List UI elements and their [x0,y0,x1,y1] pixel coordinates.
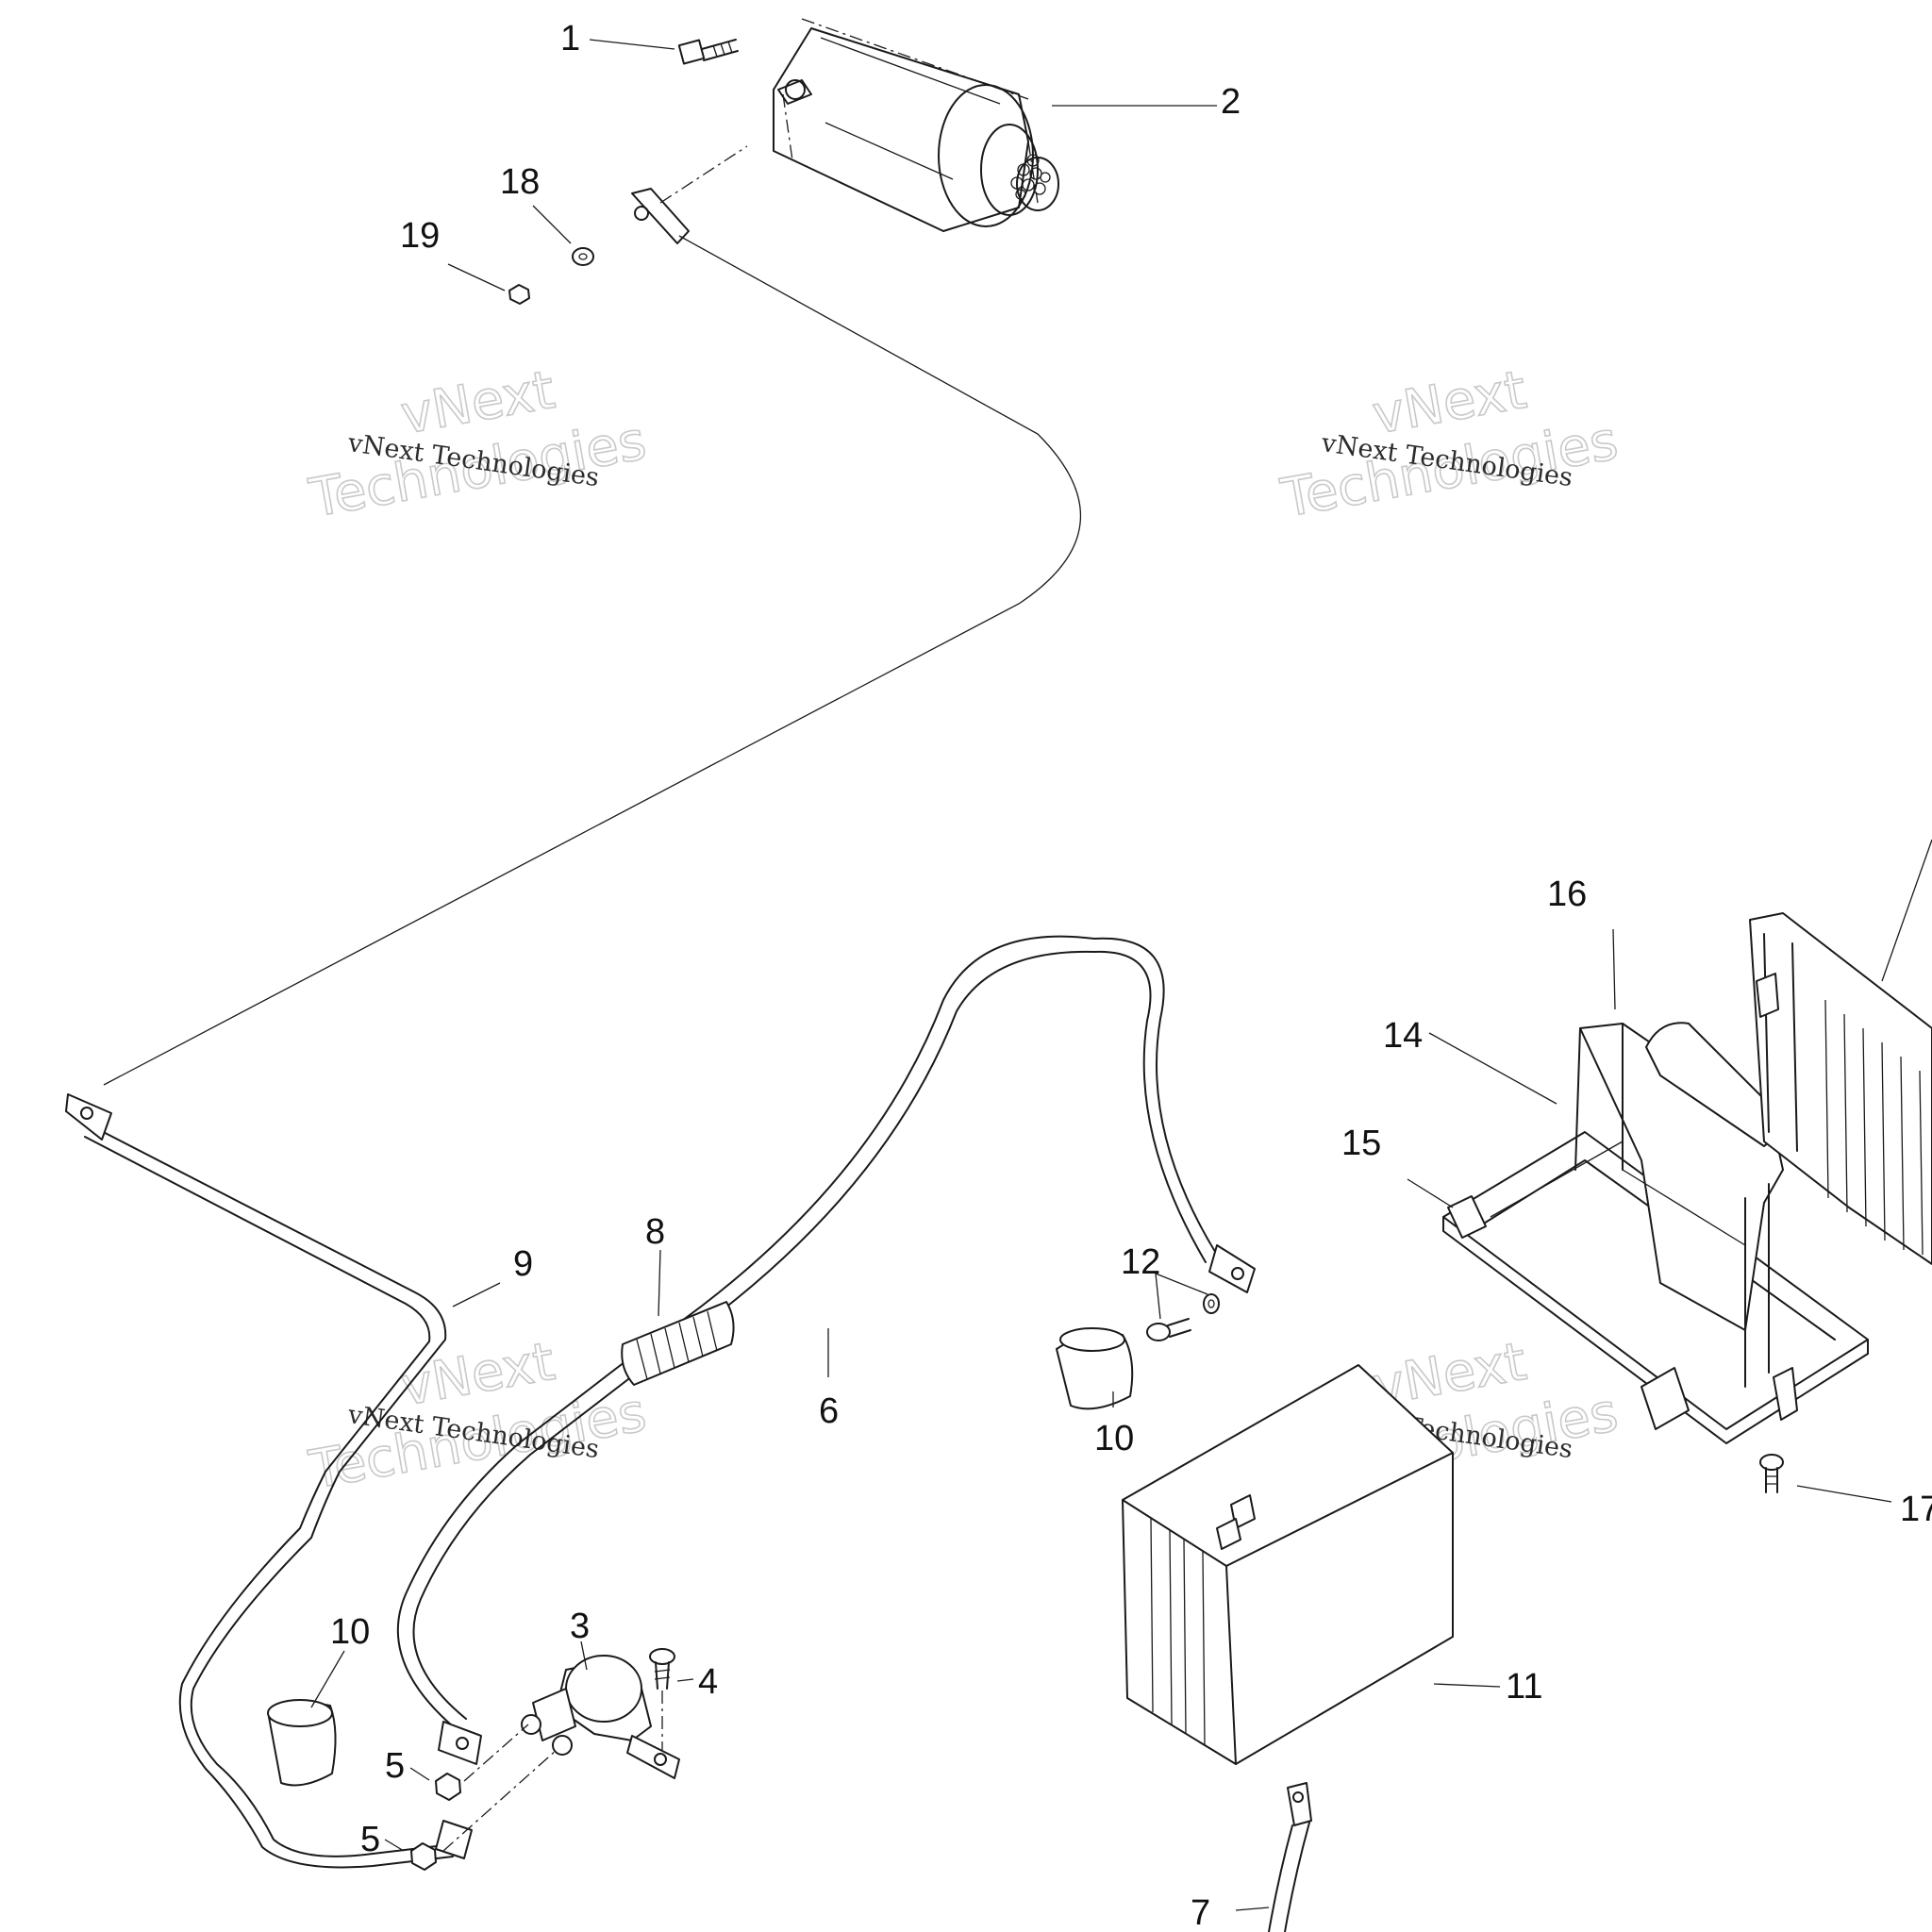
callout-6: 6 [819,1391,839,1431]
battery-11 [1122,1364,1454,1765]
cable-lug-top [631,188,690,244]
callout-4: 4 [698,1662,718,1702]
nut-19 [508,284,530,305]
boot-10-left [267,1699,337,1787]
callout-3: 3 [570,1607,590,1646]
callout-15: 15 [1341,1124,1381,1163]
protective-boot-8 [621,1301,735,1386]
watermark-top-left: vNext Technologies [304,358,651,530]
battery-holder [1442,1022,1869,1444]
callout-19: 19 [400,216,440,256]
callout-16: 16 [1547,874,1587,914]
boot-10-right [1056,1327,1134,1410]
cable-6-outline [412,950,1207,1720]
nut-5-upper [435,1724,529,1801]
callout-10-right: 10 [1094,1419,1134,1458]
bolt-17 [1759,1454,1784,1493]
washer-18 [572,247,594,266]
bolt-4 [649,1648,675,1690]
callout-17: 17 [1900,1490,1932,1529]
callout-9: 9 [513,1244,533,1284]
cable-9-lug [65,1093,112,1141]
cable-6-lug-top [1208,1244,1256,1293]
callout-10-left: 10 [330,1612,370,1652]
bolt-12 [1146,1293,1220,1341]
callout-1: 1 [560,19,580,58]
routing-line [103,235,1082,1086]
cable-9-end-lug [435,1820,473,1859]
callout-7: 7 [1191,1893,1210,1932]
leader-lines [310,39,1932,1911]
callout-11: 11 [1506,1667,1542,1707]
callout-5-upper: 5 [385,1746,405,1786]
solenoid-3 [521,1655,680,1779]
cable-6 [396,935,1218,1727]
bolt-1 [677,39,739,65]
battery-cover [1749,912,1932,1265]
cable-9-outline [84,1136,454,1869]
leader-dash-lug-to-motor [659,145,748,204]
callout-8: 8 [645,1212,665,1252]
watermark-top-right: vNext Technologies [1275,358,1623,530]
callout-2: 2 [1221,82,1241,122]
callout-18: 18 [500,162,540,202]
nut-5-lower [410,1749,558,1871]
callout-5-lower: 5 [360,1820,380,1859]
callout-14: 14 [1383,1016,1423,1056]
cable-9 [84,1122,454,1857]
callout-12: 12 [1121,1242,1160,1282]
cable-6-lug-bottom [438,1721,482,1765]
starter-motor [773,18,1059,232]
watermark-bottom-left: vNext Technologies [304,1330,651,1502]
cable-7 [1268,1782,1312,1932]
